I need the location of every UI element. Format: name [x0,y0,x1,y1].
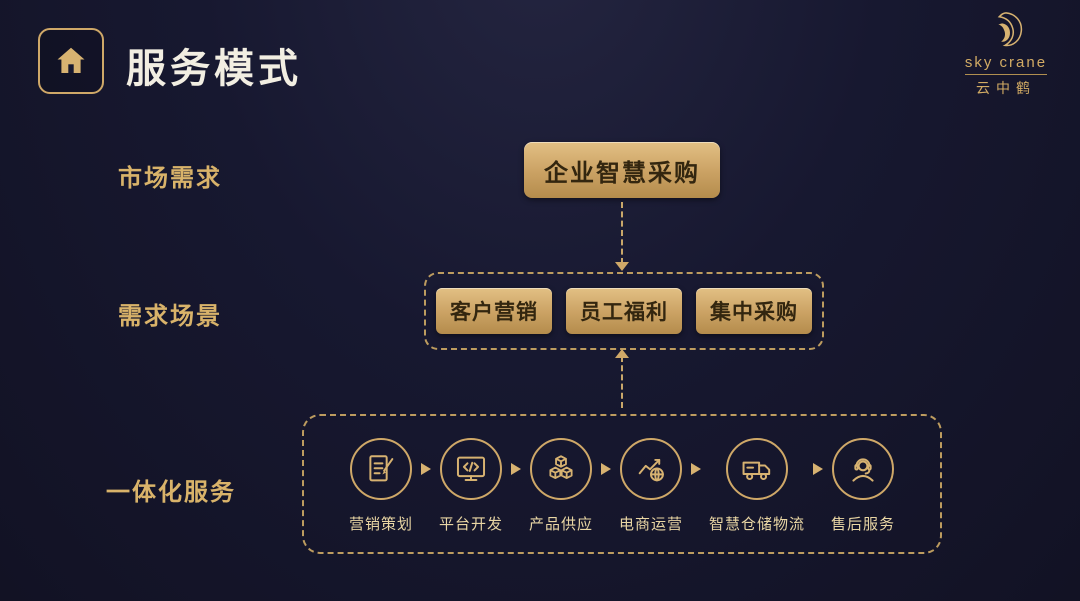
flow-right-arrow-icon [420,463,431,475]
home-icon-box [38,28,104,94]
scenes-frame: 客户营销 员工福利 集中采购 [424,272,824,350]
headset-person-icon [852,458,874,482]
service-item-product-supply: 产品供应 [529,438,593,534]
services-frame: 营销策划 平台开发 [302,414,942,554]
arrow-down-icon [615,262,629,271]
monitor-code-icon [456,456,485,482]
brand-logo: sky crane 云中鹤 [948,10,1064,98]
service-item-smart-warehouse-logistics: 智慧仓储物流 [709,438,805,534]
chart-globe-icon [638,458,664,482]
service-item-ecommerce-operations: 电商运营 [619,438,683,534]
service-label: 售后服务 [831,516,896,533]
row-label-demand-scenarios: 需求场景 [118,303,222,330]
cubes-icon [549,455,573,479]
row-label-integrated-service: 一体化服务 [106,479,236,506]
flow-right-arrow-icon [601,463,611,475]
flow-right-arrow-icon [510,463,521,475]
flow-right-arrow-icon [813,463,824,475]
truck-icon [742,461,771,481]
service-circle [726,438,789,500]
service-circle [349,438,412,500]
service-circle [529,438,592,500]
document-pen-icon [369,455,394,482]
flow-right-arrow-icon [691,463,702,475]
service-item-platform-development: 平台开发 [439,438,503,534]
home-icon [57,47,85,73]
scene-box-employee-welfare: 员工福利 [566,288,682,334]
service-label: 电商运营 [619,516,684,533]
scene-box-centralized-procurement: 集中采购 [696,288,812,334]
service-label: 智慧仓储物流 [709,516,806,533]
service-item-after-sales-service: 售后服务 [831,438,895,534]
scene-box-customer-marketing: 客户营销 [436,288,552,334]
service-label: 产品供应 [528,516,593,533]
brand-name-cn: 云中鹤 [976,80,1036,96]
brand-name: sky crane [964,54,1048,75]
row-label-market-demand: 市场需求 [118,165,222,192]
service-item-marketing-planning: 营销策划 [349,438,413,534]
page-title: 服务模式 [126,47,302,91]
service-circle [620,438,682,500]
service-label: 营销策划 [348,516,413,533]
service-circle [832,438,895,500]
crane-bird-icon [997,12,1023,47]
procurement-box: 企业智慧采购 [524,142,720,198]
service-circle [439,438,502,500]
arrow-up-icon [615,349,629,358]
service-label: 平台开发 [438,516,503,533]
